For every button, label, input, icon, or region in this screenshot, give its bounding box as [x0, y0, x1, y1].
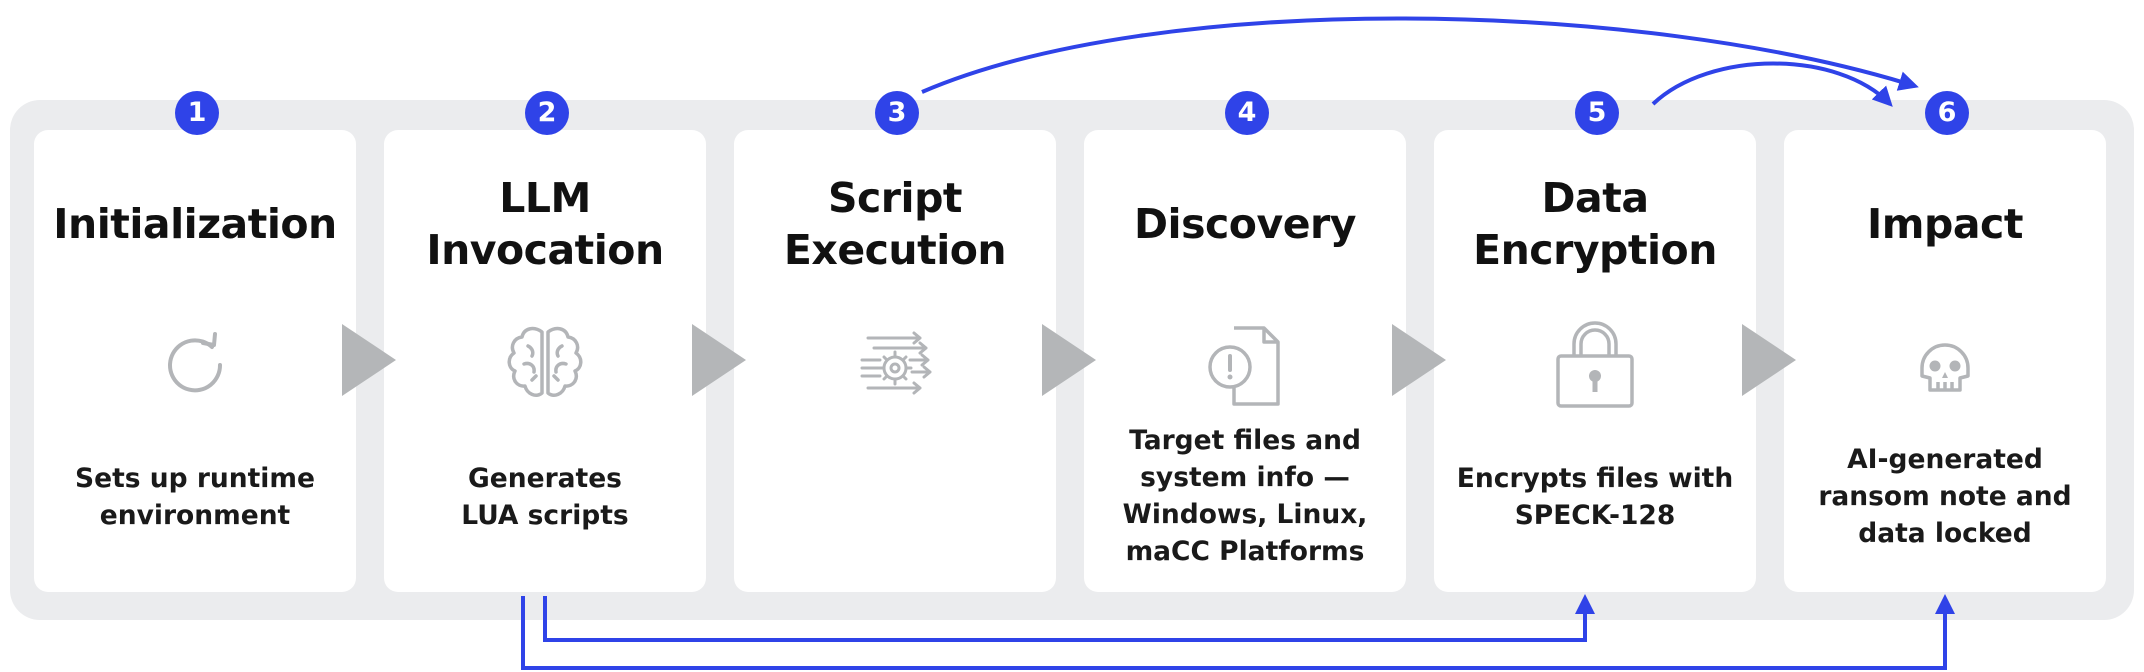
refresh-icon	[168, 332, 223, 393]
step-title: Initialization	[34, 198, 356, 250]
step-description-line: LUA scripts	[461, 500, 629, 531]
step-title-line: Encryption	[1473, 226, 1717, 274]
step-number-badge: 2	[525, 91, 569, 135]
step-description-line: system info —	[1140, 462, 1350, 493]
step-card-data-encryption: Data Encryption Encrypts files with SPEC…	[1434, 130, 1756, 592]
step-description: Target files and system info — Windows, …	[1084, 422, 1406, 570]
padlock-icon	[1556, 321, 1634, 408]
step-description-line: Generates	[468, 463, 622, 494]
step-title-line: LLM	[499, 174, 591, 222]
connector-step5-to-step6	[1651, 61, 1893, 107]
chevron-right-icon	[692, 324, 746, 396]
step-title-line: Initialization	[53, 200, 337, 248]
brain-icon	[507, 326, 583, 397]
step-number-badge: 6	[1925, 91, 1969, 135]
step-title: Impact	[1784, 198, 2106, 250]
skull-icon	[1920, 343, 1970, 392]
step-title: LLM Invocation	[384, 172, 706, 276]
chevron-right-icon	[1742, 324, 1796, 396]
file-alert-icon	[1208, 326, 1280, 406]
step-description-line: maCC Platforms	[1125, 536, 1365, 567]
step-title-line: Execution	[783, 226, 1007, 274]
step-description: Generates LUA scripts	[384, 460, 706, 534]
chevron-right-icon	[342, 324, 396, 396]
step-card-initialization: Initialization Sets up runtime environme…	[34, 130, 356, 592]
step-description: Sets up runtime environment	[34, 460, 356, 534]
step-title: Data Encryption	[1434, 172, 1756, 276]
step-description-line: environment	[99, 500, 291, 531]
step-title-line: Discovery	[1134, 200, 1356, 248]
step-number-badge: 5	[1575, 91, 1619, 135]
step-description-line: Target files and	[1129, 425, 1361, 456]
step-description-line: Sets up runtime	[75, 463, 315, 494]
gear-arrows-icon	[860, 331, 932, 395]
step-number-badge: 1	[175, 91, 219, 135]
step-card-script-execution: Script Execution	[734, 130, 1056, 592]
chevron-right-icon	[1392, 324, 1446, 396]
step-number-badge: 4	[1225, 91, 1269, 135]
step-number-badge: 3	[875, 91, 919, 135]
step-card-discovery: Discovery Target files and system info —…	[1084, 130, 1406, 592]
step-title-line: Script	[827, 174, 963, 222]
step-description-line: Windows, Linux,	[1122, 499, 1368, 530]
connector-step3-to-step6	[921, 16, 1919, 94]
chevron-right-icon	[1042, 324, 1096, 396]
step-description: Encrypts files with SPECK-128	[1434, 460, 1756, 534]
connector-step2-to-step5	[543, 594, 1595, 642]
step-description-line: AI-generated	[1847, 444, 2043, 475]
step-card-impact: Impact AI-generated ransom note and data…	[1784, 130, 2106, 592]
step-title-line: Invocation	[426, 226, 664, 274]
step-description-line: SPECK-128	[1514, 500, 1676, 531]
step-description: AI-generated ransom note and data locked	[1784, 441, 2106, 552]
step-title-line: Impact	[1867, 200, 2023, 248]
step-title: Discovery	[1084, 198, 1406, 250]
step-title: Script Execution	[734, 172, 1056, 276]
step-card-llm-invocation: LLM Invocation Generates LUA scripts	[384, 130, 706, 592]
step-description-line: Encrypts files with	[1456, 463, 1734, 494]
step-description-line: data locked	[1858, 518, 2032, 549]
step-title-line: Data	[1541, 174, 1649, 222]
connector-step2-to-step6	[521, 594, 1955, 670]
step-description-line: ransom note and	[1818, 481, 2072, 512]
